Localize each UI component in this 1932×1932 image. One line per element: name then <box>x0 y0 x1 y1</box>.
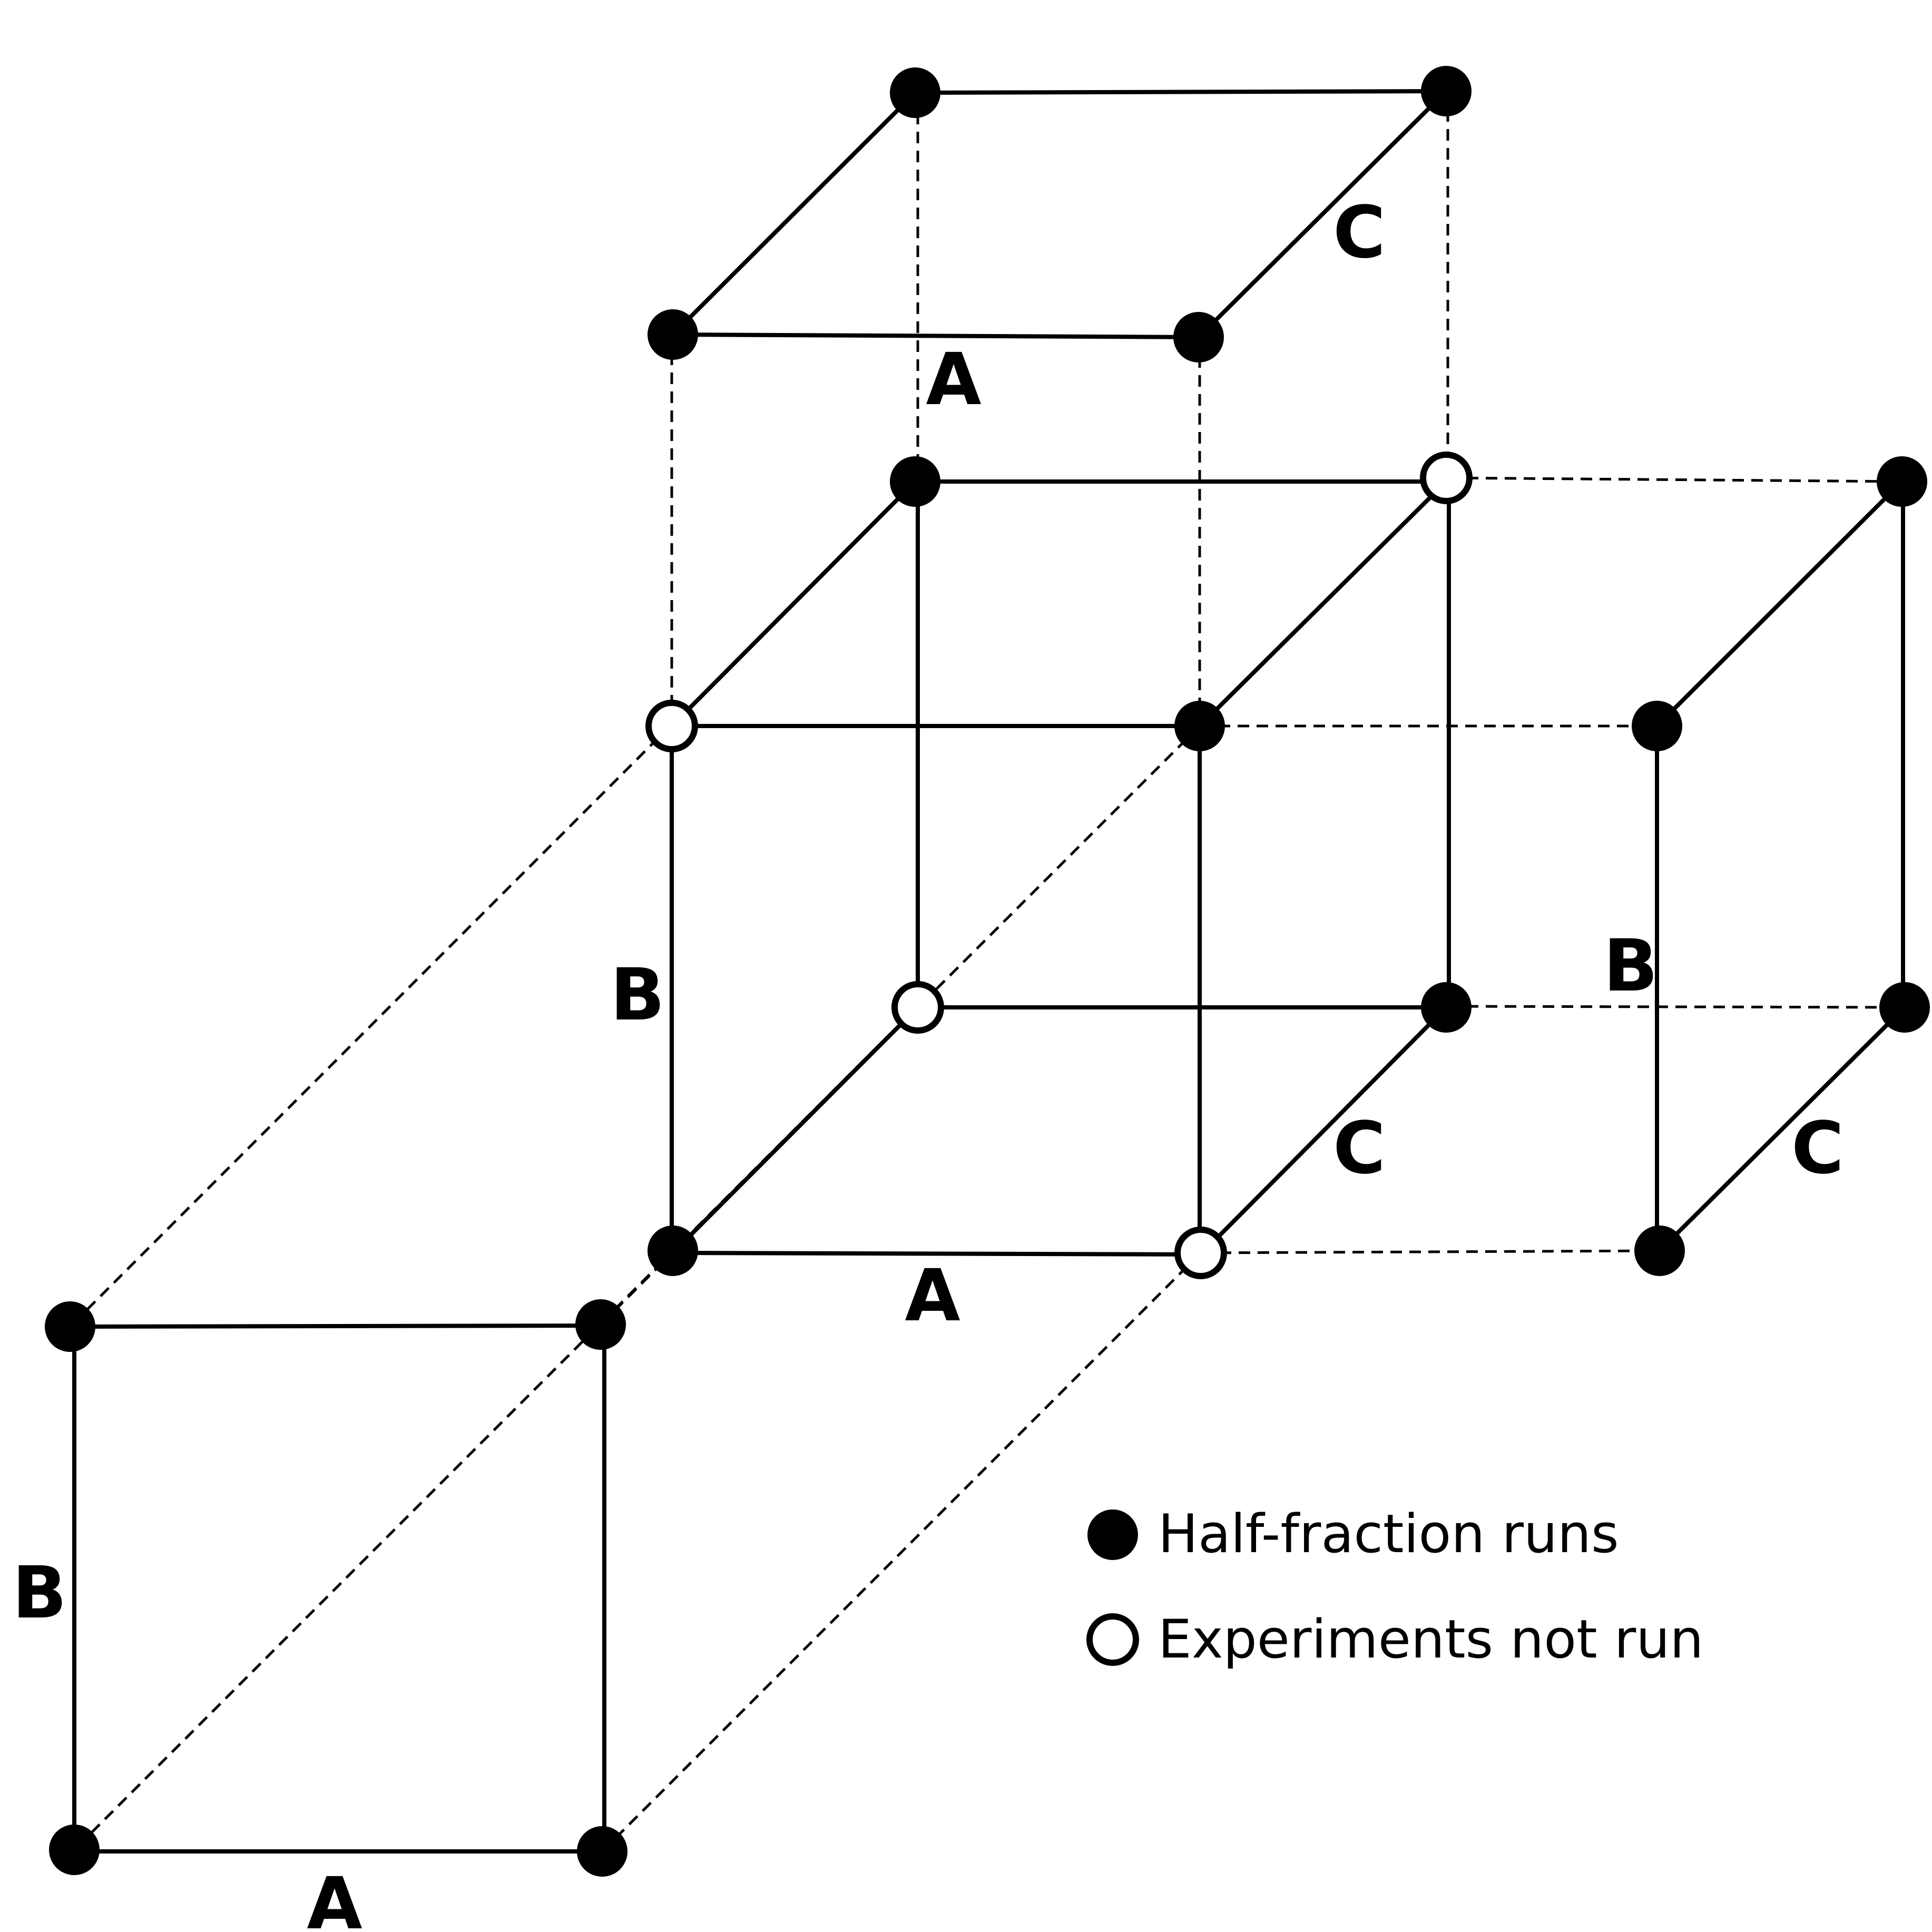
run-point-open <box>1174 1227 1227 1279</box>
cube-bottom-front <box>671 1251 1203 1257</box>
front-face-edge-top <box>68 1323 603 1329</box>
run-point-filled <box>890 456 940 507</box>
axis-labels: A C B C A B C B A <box>12 191 1844 1932</box>
top-face <box>671 89 1448 339</box>
top-face-edge-right <box>1197 89 1448 339</box>
run-point-open <box>891 981 944 1034</box>
run-point-filled <box>49 1825 100 1875</box>
center-cube <box>670 476 1451 1257</box>
run-point-filled <box>648 1225 698 1276</box>
top-face-edge-front <box>671 332 1201 339</box>
axis-label-a-front: A <box>307 1862 362 1932</box>
top-face-edge-back <box>913 89 1448 95</box>
run-point-open <box>1420 452 1473 504</box>
axis-label-a-cube: A <box>905 1254 960 1338</box>
axis-label-b-cube: B <box>610 954 665 1037</box>
axis-label-c-top: C <box>1333 191 1386 274</box>
run-point-filled <box>1421 66 1472 116</box>
run-point-filled <box>1877 456 1927 507</box>
front-face <box>68 1322 606 1853</box>
run-point-open <box>645 700 698 752</box>
axis-label-a-top: A <box>926 338 981 421</box>
right-face-edge-bottom <box>1658 1005 1907 1253</box>
projection-right-c <box>1447 1005 1905 1009</box>
axis-label-b-front: B <box>12 1552 67 1635</box>
axis-label-b-right: B <box>1603 925 1658 1008</box>
run-points <box>45 66 1930 1877</box>
right-face-edge-top <box>1655 479 1904 728</box>
legend-open-label: Experiments not run <box>1158 1608 1703 1670</box>
top-face-edge-left <box>671 91 917 337</box>
projection-right-a <box>1447 476 1902 483</box>
projection-front-d <box>601 1252 1202 1852</box>
axis-label-c-right: C <box>1791 1107 1844 1190</box>
cube-top-left <box>670 479 917 728</box>
cube-bottom-right <box>1199 1005 1448 1257</box>
run-point-filled <box>575 1299 626 1350</box>
run-point-filled <box>648 309 698 360</box>
run-point-filled <box>1632 701 1682 751</box>
run-point-filled <box>1174 701 1225 751</box>
legend-filled-label: Half-fraction runs <box>1158 1503 1619 1565</box>
projection-front-a <box>69 723 673 1328</box>
right-face <box>1655 479 1907 1253</box>
axis-label-c-cube: C <box>1333 1107 1386 1190</box>
legend: Half-fraction runs Experiments not run <box>1086 1503 1703 1670</box>
run-point-filled <box>45 1301 95 1352</box>
run-point-filled <box>577 1826 627 1877</box>
run-point-filled <box>890 67 940 118</box>
projection-right-d <box>1200 1249 1660 1254</box>
run-point-filled <box>1421 982 1472 1033</box>
run-point-filled <box>1634 1225 1685 1276</box>
run-point-filled <box>1173 312 1224 362</box>
legend-filled-marker <box>1087 1509 1138 1560</box>
cube-bottom-left <box>671 1005 920 1255</box>
run-point-filled <box>1879 982 1930 1033</box>
cube-top-right <box>1198 479 1448 728</box>
legend-open-marker <box>1086 1613 1139 1666</box>
